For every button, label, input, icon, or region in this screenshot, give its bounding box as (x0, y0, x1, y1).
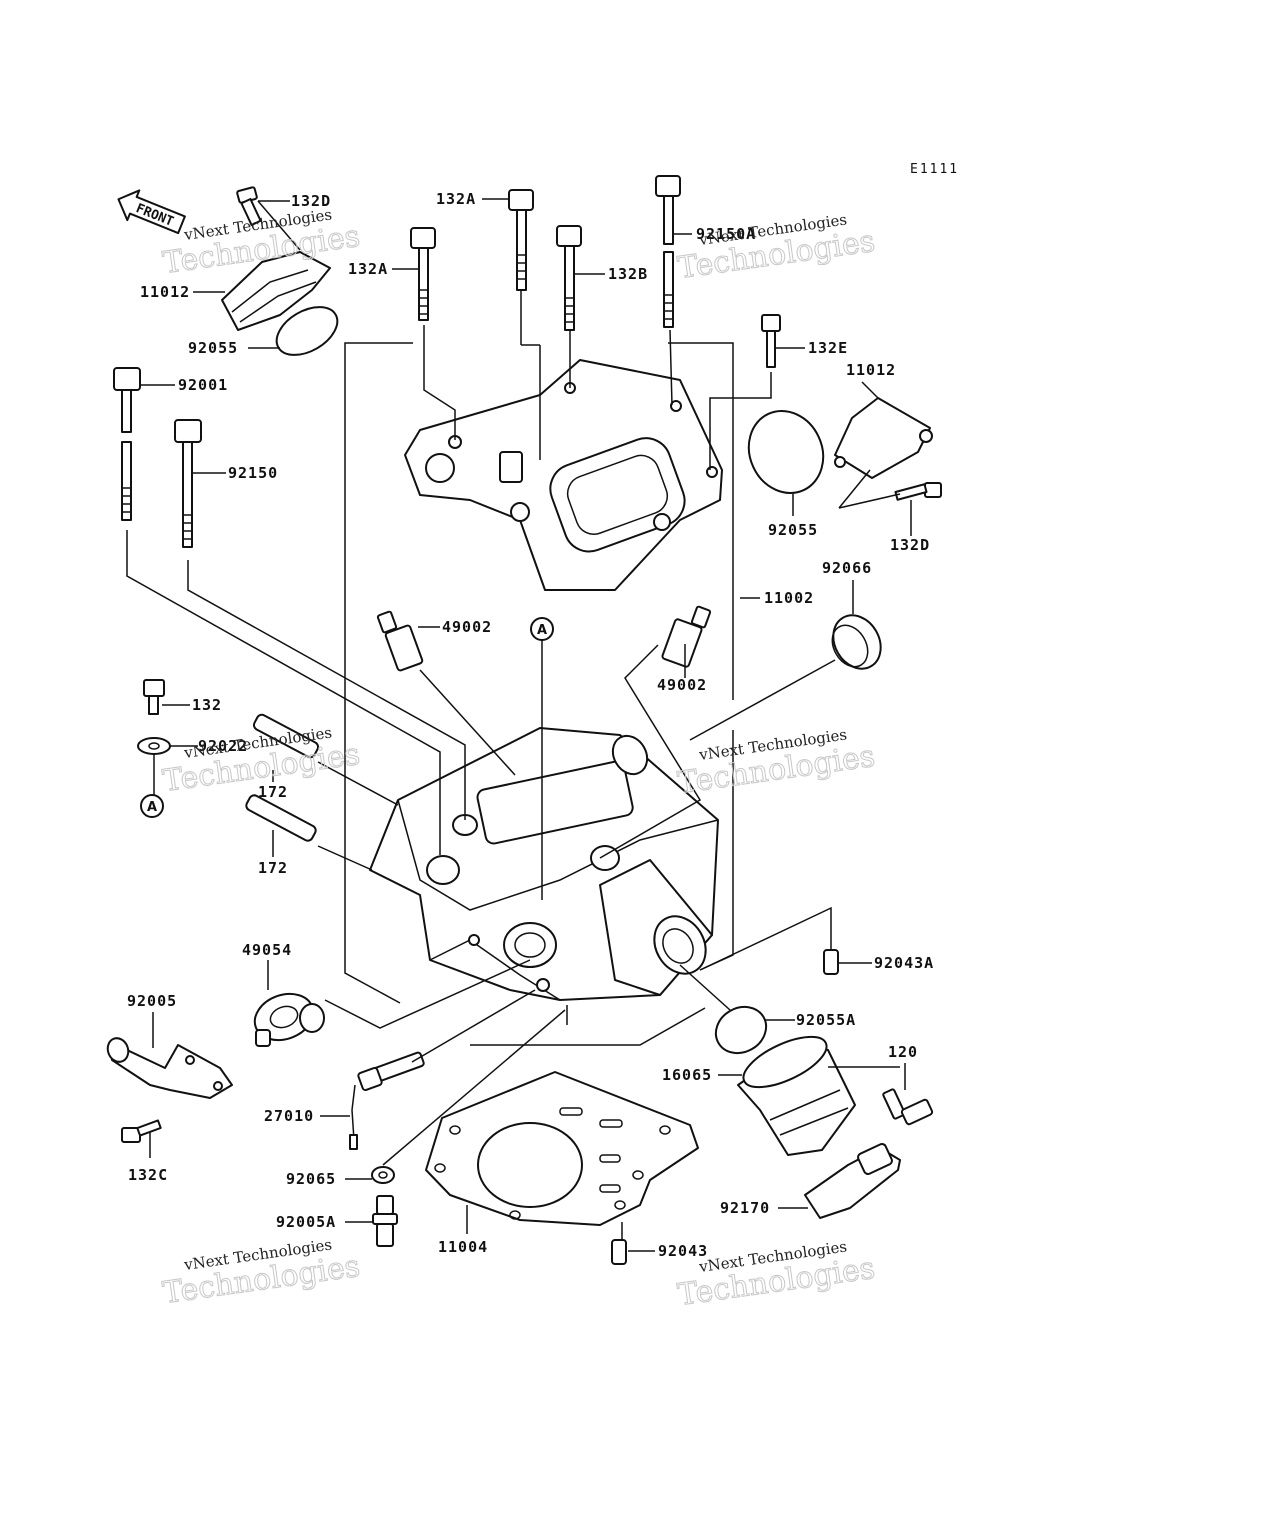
cylinder-head-block (369, 727, 719, 1001)
washer-92022 (137, 737, 171, 755)
label-132a-mid: 132A (348, 260, 388, 278)
label-49054: 49054 (242, 941, 292, 959)
dowel-92043a (823, 949, 839, 975)
label-92150: 92150 (228, 464, 278, 482)
label-92005a: 92005A (276, 1213, 336, 1231)
label-92055-right: 92055 (768, 521, 818, 539)
clamp-92170 (804, 1143, 901, 1219)
cylinder-head-cover-11002 (404, 359, 723, 591)
diagram-code: E1111 (910, 162, 959, 177)
intake-16065 (737, 1035, 856, 1156)
bolt-132e (761, 314, 781, 368)
label-11002: 11002 (764, 589, 814, 607)
label-92001: 92001 (178, 376, 228, 394)
label-92066: 92066 (822, 559, 872, 577)
fitting-92005a (372, 1195, 398, 1247)
bolt-120 (882, 1088, 934, 1126)
bolt-92150 (174, 419, 202, 548)
label-11012-left: 11012 (140, 283, 190, 301)
label-132e: 132E (808, 339, 848, 357)
ref-marker-a-top: A (530, 617, 554, 641)
part-labels: 132D 11012 92055 132A 132A 132B 92150A 1… (127, 190, 934, 1260)
washer-92065 (371, 1166, 395, 1184)
thermostat-49054 (253, 992, 325, 1047)
label-11004: 11004 (438, 1238, 488, 1256)
label-120: 120 (888, 1043, 918, 1061)
pipe-92005 (106, 1037, 233, 1099)
label-92150a: 92150A (696, 225, 756, 243)
label-172-b: 172 (258, 859, 288, 877)
label-49002-left: 49002 (442, 618, 492, 636)
bolt-132d-top (236, 186, 262, 226)
label-92022: 92022 (198, 737, 248, 755)
label-132b: 132B (608, 265, 648, 283)
bolt-132a-mid (410, 227, 436, 321)
svg-text:A: A (537, 623, 547, 638)
label-27010: 27010 (264, 1107, 314, 1125)
bolt-132 (143, 679, 165, 715)
ref-marker-a-left: A (140, 794, 164, 818)
label-92055-left: 92055 (188, 339, 238, 357)
label-132a-top: 132A (436, 190, 476, 208)
stud-172-upper (252, 713, 320, 759)
bolt-132a-top (508, 189, 534, 291)
label-92065: 92065 (286, 1170, 336, 1188)
label-92043a: 92043A (874, 954, 934, 972)
label-132: 132 (192, 696, 222, 714)
tappet-49002-left (376, 610, 424, 672)
leader-lines (126, 198, 912, 1252)
front-arrow-icon: FRONT (117, 189, 186, 235)
cover-11012-right (834, 397, 933, 479)
label-92170: 92170 (720, 1199, 770, 1217)
tappet-49002-right (661, 605, 712, 668)
label-132d-top: 132D (291, 192, 331, 210)
label-172-a: 172 (258, 783, 288, 801)
label-132d-right: 132D (890, 536, 930, 554)
cover-11012-left (221, 251, 331, 331)
gasket-11004 (425, 1071, 699, 1226)
stud-172-lower (245, 794, 317, 842)
label-92055a: 92055A (796, 1011, 856, 1029)
cap-92066 (831, 614, 882, 670)
label-49002-right: 49002 (657, 676, 707, 694)
dowel-92043 (611, 1239, 627, 1265)
label-132c: 132C (128, 1166, 168, 1184)
bolt-132d-right (894, 482, 942, 501)
label-92005: 92005 (127, 992, 177, 1010)
bolt-92150a (655, 175, 681, 328)
bolt-92001 (113, 367, 141, 521)
sensor-27010 (349, 1051, 425, 1150)
bolt-132b (556, 225, 582, 331)
oring-92055a (714, 1005, 768, 1055)
label-11012-right: 11012 (846, 361, 896, 379)
oring-92055-right (747, 410, 825, 494)
svg-text:A: A (147, 800, 157, 815)
label-92043: 92043 (658, 1242, 708, 1260)
bolt-132c (121, 1119, 162, 1143)
label-16065: 16065 (662, 1066, 712, 1084)
